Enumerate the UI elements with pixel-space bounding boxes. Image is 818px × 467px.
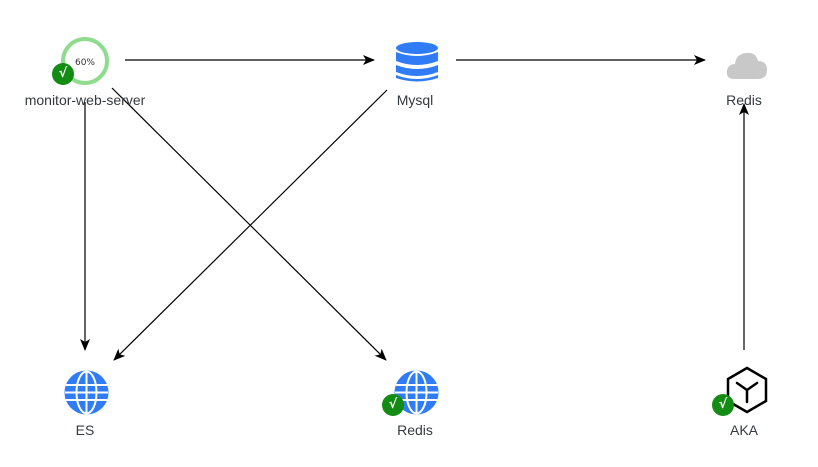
node-label: AKA bbox=[729, 422, 759, 438]
status-ok-badge: √ bbox=[52, 63, 74, 85]
progress-text: 60% bbox=[75, 58, 95, 68]
node-label: ES bbox=[75, 422, 95, 438]
globe-icon bbox=[394, 370, 439, 415]
globe-icon bbox=[64, 370, 109, 415]
node-label: Mysql bbox=[396, 92, 434, 108]
node-label: Redis bbox=[397, 422, 433, 438]
edge-mysql-to-es[interactable] bbox=[113, 89, 388, 361]
cloud-icon bbox=[726, 52, 767, 79]
node-label: monitor-web-server bbox=[24, 92, 146, 108]
database-icon bbox=[396, 42, 438, 82]
node-label: Redis bbox=[726, 92, 762, 108]
status-ok-badge: √ bbox=[382, 394, 404, 416]
progress-ring-icon: 60% bbox=[61, 37, 109, 85]
edge-monitor-to-redis-globe[interactable] bbox=[111, 87, 387, 361]
hexagon-cube-icon bbox=[726, 366, 768, 414]
status-ok-badge: √ bbox=[712, 394, 734, 416]
